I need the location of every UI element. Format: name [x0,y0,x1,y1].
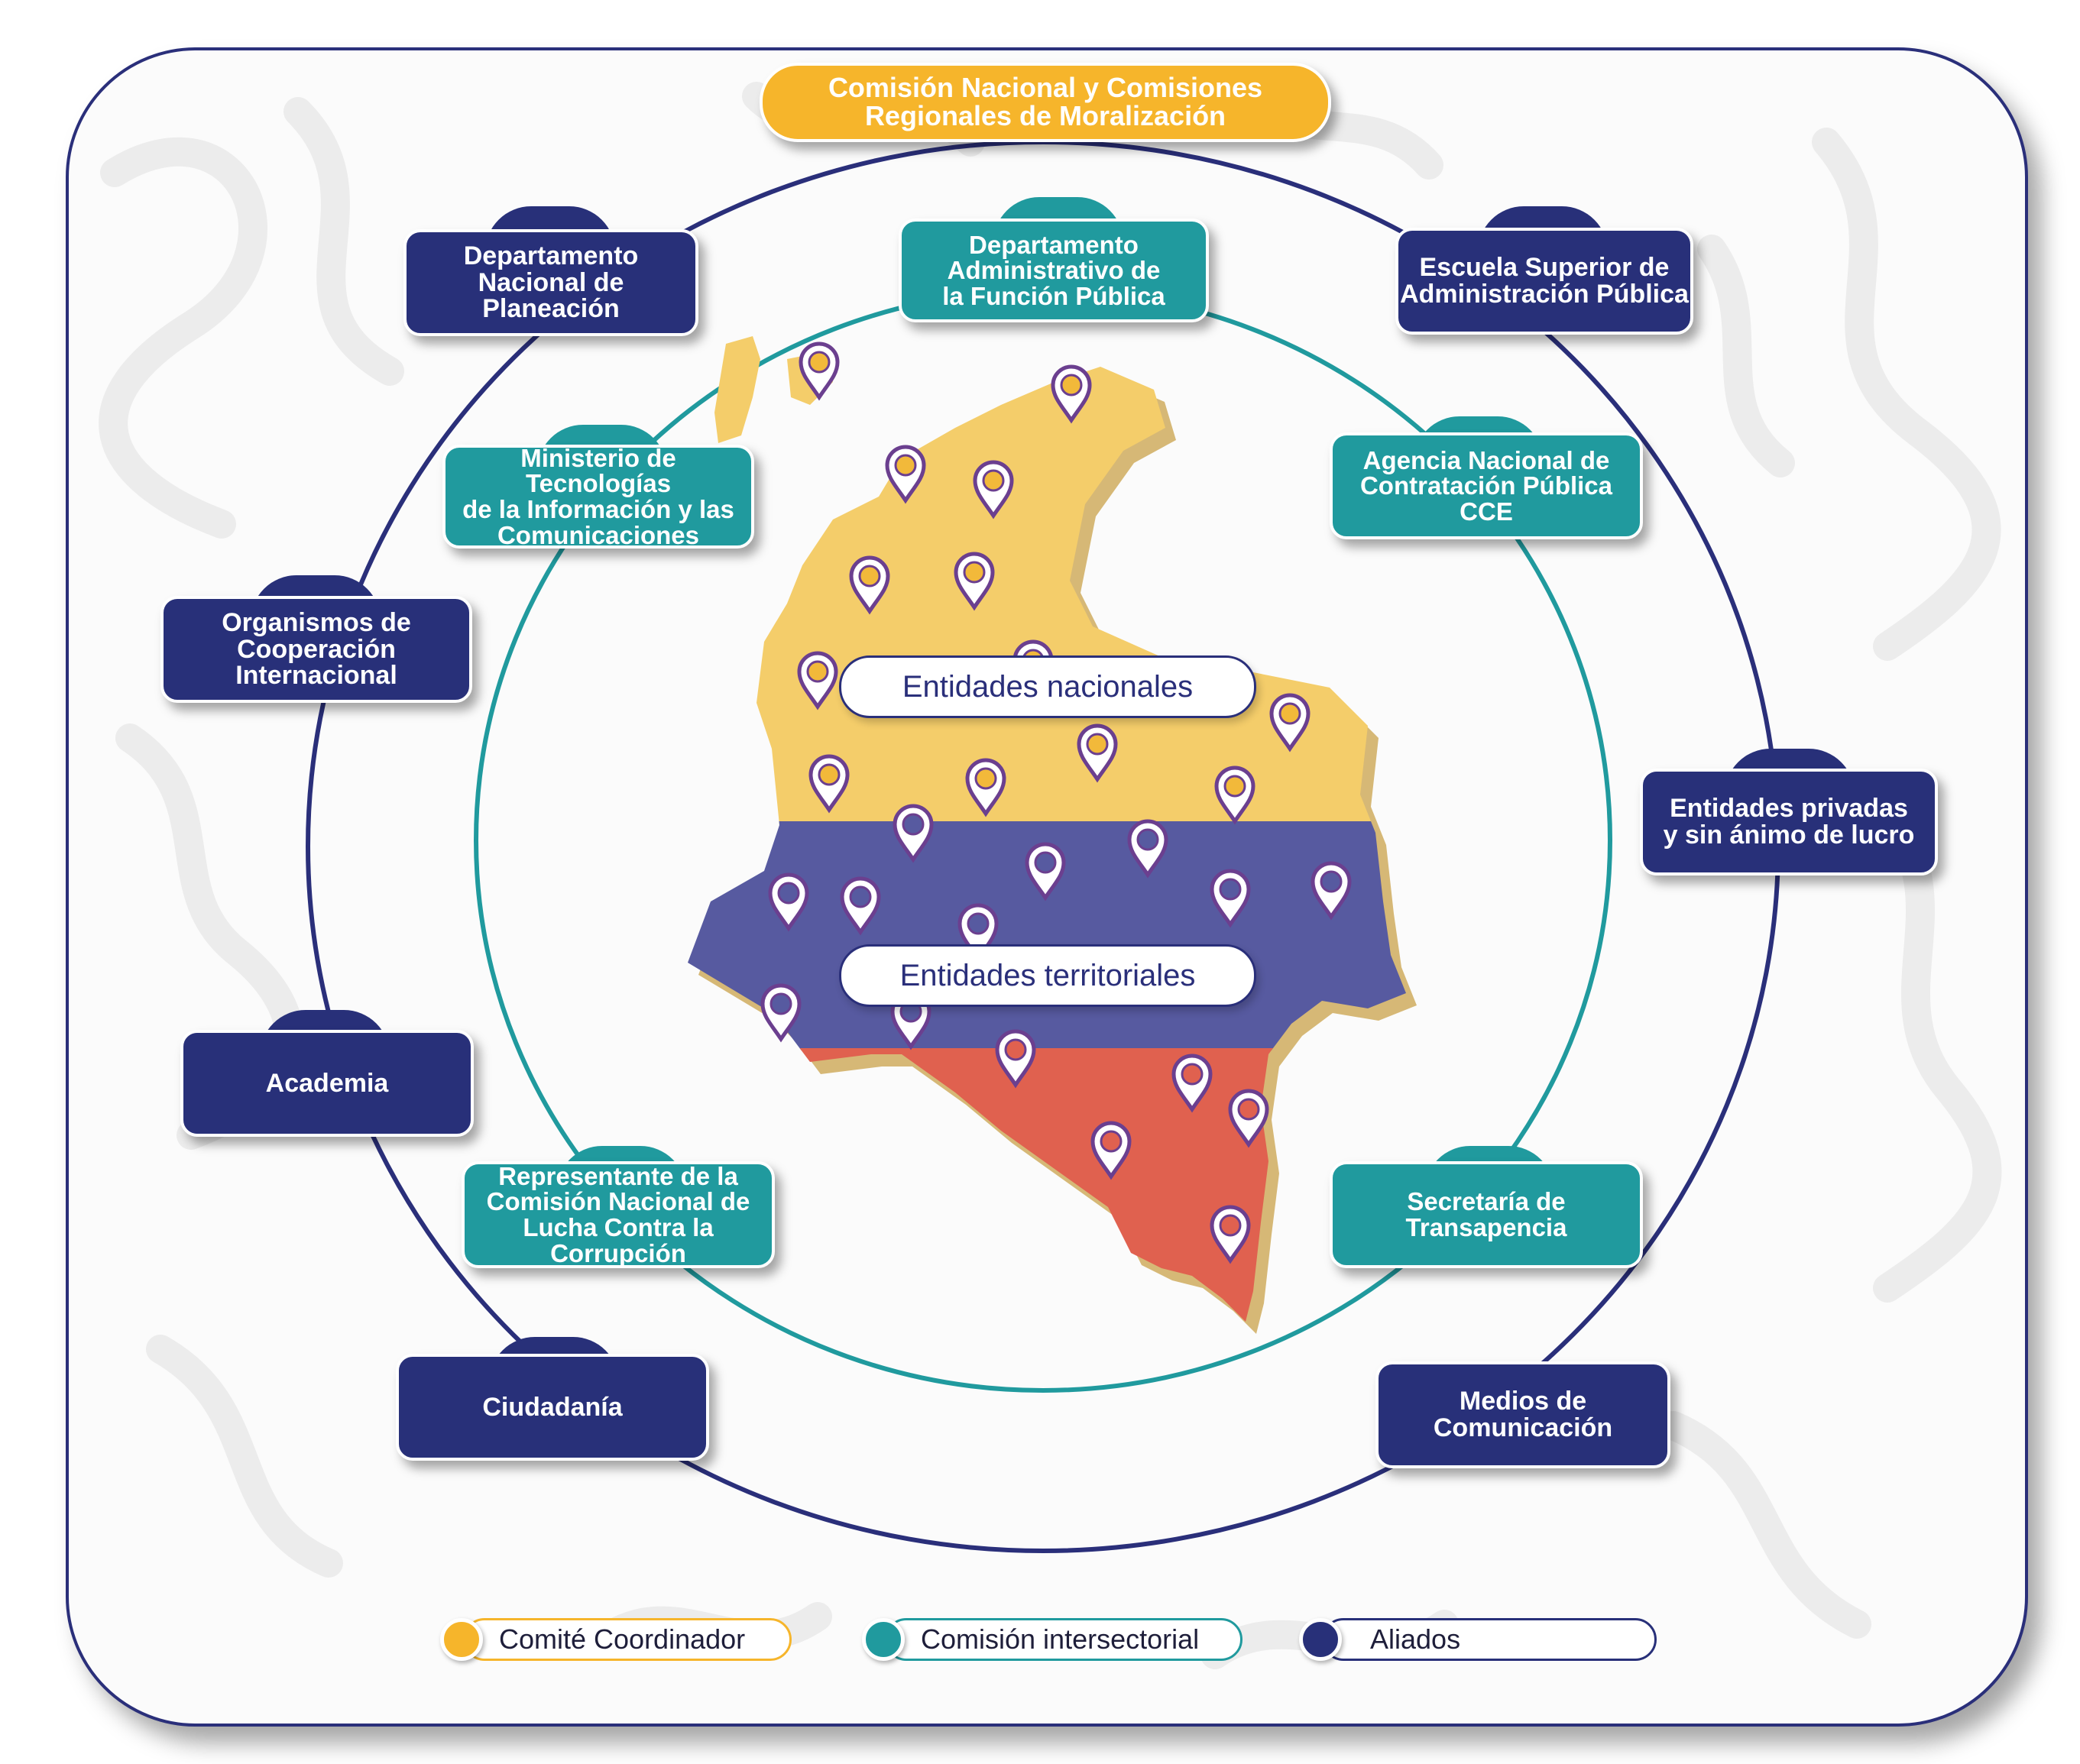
legend-label-intersectorial: Comisión intersectorial [885,1618,1242,1661]
location-pins [760,341,1352,1264]
location-pin-dot [1223,775,1246,798]
node-ciudadania: Ciudadanía [396,1354,709,1461]
node-dafp: Departamento Administrativo de la Funció… [899,218,1209,322]
legend-label-aliados: Aliados [1322,1618,1657,1661]
node-dnp: Departamento Nacional de Planeación [403,229,698,336]
node-comision-moralizacion: Comisión Nacional y Comisiones Regionale… [760,63,1331,142]
legend-dot-intersectorial [862,1618,905,1661]
legend-label-coordinador: Comité Coordinador [463,1618,792,1661]
node-academia: Academia [180,1030,474,1137]
node-oci: Organismos de Cooperación Internacional [160,596,472,703]
map-island-san-andres [714,336,760,443]
node-transparencia: Secretaría de Transapencia [1330,1161,1643,1268]
location-pin-dot [808,351,831,374]
location-pin-dot [1004,1038,1027,1061]
location-pin-dot [894,454,917,477]
node-esap: Escuela Superior de Administración Públi… [1395,228,1693,335]
node-cce: Agencia Nacional de Contratación Pública… [1330,432,1643,539]
legend-dot-coordinador [440,1618,483,1661]
location-pin-dot [967,912,990,935]
location-pin-dot [1219,878,1242,901]
location-pin-dot [769,992,792,1015]
location-pin-dot [982,469,1005,492]
legend-dot-aliados [1299,1618,1342,1661]
location-pin-dot [777,882,800,905]
location-pin-dot [1181,1063,1204,1086]
location-pin-dot [1034,851,1057,874]
location-pin-dot [818,763,841,786]
location-pin-dot [1060,374,1083,396]
label-entidades-territoriales: Entidades territoriales [839,944,1256,1007]
location-pin-dot [849,885,872,908]
node-cnlcc: Representante de la Comisión Nacional de… [462,1161,775,1268]
location-pin-dot [963,561,986,584]
location-pin-dot [974,767,997,790]
location-pin-dot [902,813,925,836]
node-privadas: Entidades privadas y sin ánimo de lucro [1640,769,1938,876]
map-yellow-band [688,367,1406,825]
location-pin-dot [1219,1214,1242,1237]
location-pin-dot [1237,1098,1260,1121]
location-pin-dot [1320,870,1343,893]
location-pin-dot [1136,828,1159,851]
location-pin-dot [1100,1130,1123,1153]
location-pin-dot [806,660,829,683]
location-pin-dot [1086,733,1109,756]
label-entidades-nacionales: Entidades nacionales [839,655,1256,718]
location-pin-dot [1278,702,1301,725]
node-medios: Medios de Comunicación [1375,1361,1670,1468]
location-pin-dot [858,565,881,587]
node-mintic: Ministerio de Tecnologías de la Informac… [442,445,754,549]
